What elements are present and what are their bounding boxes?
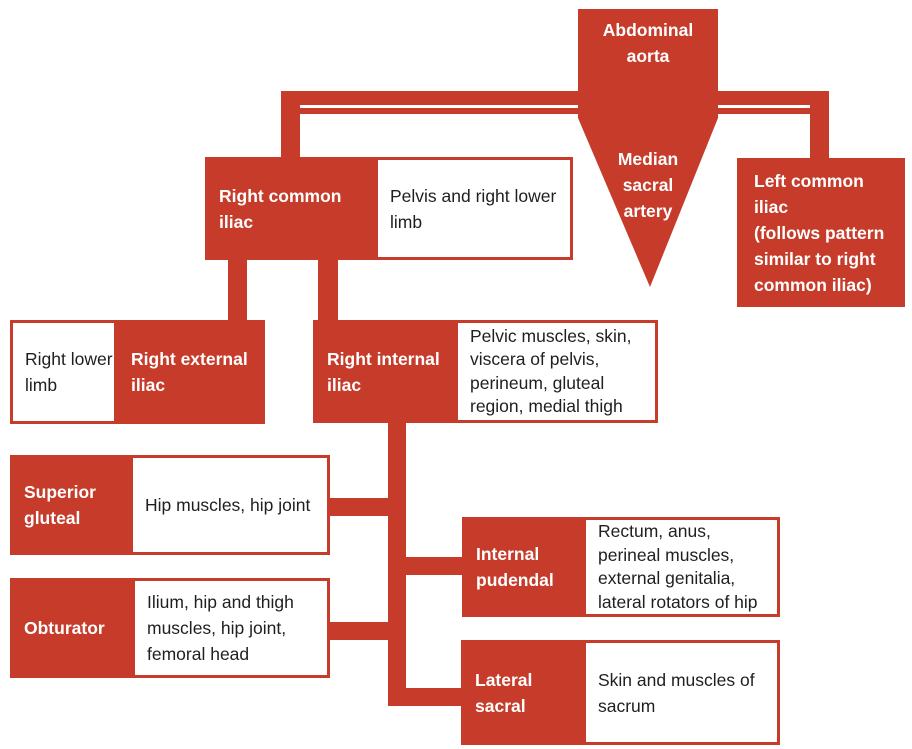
- node-right-external-iliac-label: Right external iliac: [131, 349, 248, 395]
- connector-right-common-drop: [281, 91, 300, 157]
- supplies-right-common-iliac: Pelvis and right lower limb: [375, 157, 573, 260]
- connector-superior-gluteal: [326, 498, 390, 516]
- node-left-common-iliac-label: Left common iliac (follows pattern simil…: [754, 170, 885, 295]
- node-abdominal-aorta-label: Abdominal aorta: [602, 20, 694, 66]
- node-superior-gluteal: Superior gluteal: [10, 455, 130, 555]
- connector-top-bar-underline-right: [718, 108, 810, 114]
- node-right-internal-iliac-label: Right internal iliac: [327, 348, 440, 395]
- supplies-right-external-iliac: Right lower limb: [10, 320, 117, 424]
- node-left-common-iliac: Left common iliac (follows pattern simil…: [737, 158, 905, 307]
- supplies-obturator: Ilium, hip and thigh muscles, hip joint,…: [132, 578, 330, 678]
- node-internal-pudendal: Internal pudendal: [462, 517, 583, 617]
- connector-top-bar-underline-left: [300, 108, 578, 114]
- connector-internal-iliac-spine: [388, 421, 406, 706]
- connector-top-bar: [281, 91, 829, 105]
- supplies-right-internal-iliac-text: Pelvic muscles, skin, viscera of pelvis,…: [470, 325, 632, 417]
- node-right-common-iliac-label: Right common iliac: [219, 185, 342, 232]
- node-right-common-iliac: Right common iliac: [205, 157, 375, 260]
- node-right-external-iliac: Right external iliac: [117, 320, 265, 424]
- supplies-lateral-sacral: Skin and muscles of sacrum: [583, 640, 780, 745]
- node-lateral-sacral: Lateral sacral: [461, 640, 583, 745]
- connector-lateral-sacral: [404, 688, 464, 706]
- supplies-internal-pudendal: Rectum, anus, perineal muscles, external…: [583, 517, 780, 617]
- supplies-superior-gluteal: Hip muscles, hip joint: [130, 455, 330, 555]
- node-internal-pudendal-label: Internal pudendal: [476, 544, 554, 590]
- connector-internal-pudendal: [404, 557, 464, 575]
- supplies-internal-pudendal-text: Rectum, anus, perineal muscles, external…: [598, 521, 758, 612]
- supplies-right-common-iliac-text: Pelvis and right lower limb: [390, 185, 557, 232]
- node-lateral-sacral-label: Lateral sacral: [475, 669, 533, 716]
- supplies-right-external-iliac-text: Right lower limb: [25, 349, 113, 395]
- connector-obturator: [326, 622, 390, 640]
- supplies-lateral-sacral-text: Skin and muscles of sacrum: [598, 669, 755, 716]
- node-obturator-label: Obturator: [24, 618, 105, 638]
- connector-left-common-drop: [810, 91, 829, 158]
- connector-internal-iliac-drop: [318, 258, 338, 322]
- node-median-sacral-artery-label: Median sacral artery: [617, 149, 679, 221]
- node-right-internal-iliac: Right internal iliac: [313, 320, 455, 423]
- supplies-obturator-text: Ilium, hip and thigh muscles, hip joint,…: [147, 592, 294, 664]
- node-superior-gluteal-label: Superior gluteal: [24, 482, 96, 528]
- supplies-right-internal-iliac: Pelvic muscles, skin, viscera of pelvis,…: [455, 320, 658, 423]
- connector-external-iliac-drop: [228, 258, 247, 322]
- node-obturator: Obturator: [10, 578, 132, 678]
- supplies-superior-gluteal-text: Hip muscles, hip joint: [145, 495, 311, 515]
